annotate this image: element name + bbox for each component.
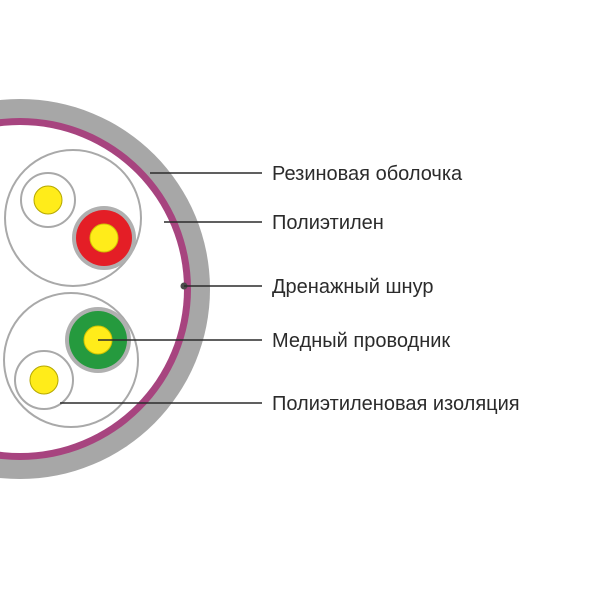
cable-body <box>0 99 210 479</box>
upper-pair <box>4 149 142 287</box>
label-sheath: Резиновая оболочка <box>272 163 463 185</box>
leader-lines <box>60 172 262 404</box>
copper-core <box>33 185 63 215</box>
label-polyethylene: Полиэтилен <box>272 212 384 234</box>
label-drain-wire: Дренажный шнур <box>272 276 433 298</box>
labels: Резиновая оболочка Полиэтилен Дренажный … <box>272 163 520 415</box>
lower-pair <box>3 292 139 428</box>
copper-core <box>89 223 119 253</box>
label-insulation: Полиэтиленовая изоляция <box>272 393 520 415</box>
copper-core <box>29 365 59 395</box>
label-copper-conductor: Медный проводник <box>272 330 450 352</box>
